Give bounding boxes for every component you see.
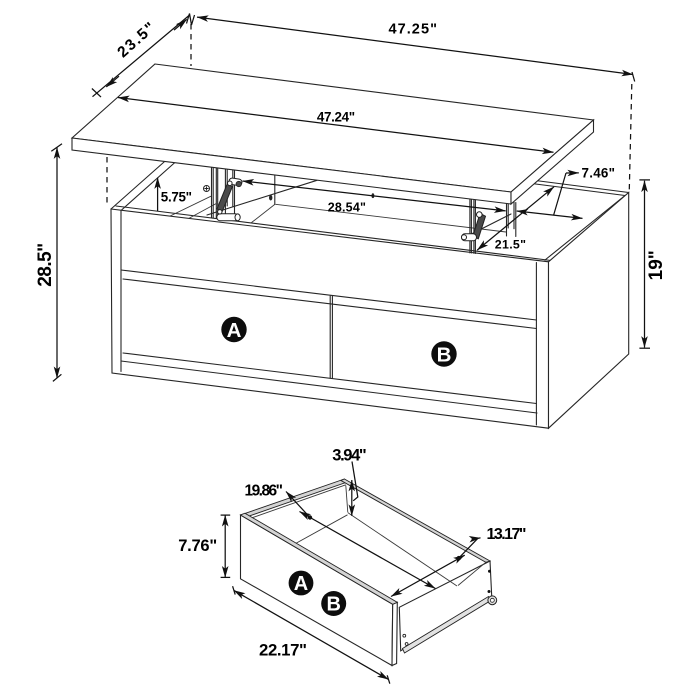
svg-text:A: A xyxy=(294,573,308,595)
svg-text:13.17": 13.17" xyxy=(487,526,527,543)
svg-text:28.5": 28.5" xyxy=(35,243,56,287)
svg-text:47.24": 47.24" xyxy=(317,109,355,124)
svg-text:19.86": 19.86" xyxy=(245,483,284,500)
svg-text:19": 19" xyxy=(646,250,667,280)
svg-text:47.25": 47.25" xyxy=(388,22,437,38)
svg-text:A: A xyxy=(227,319,242,342)
svg-text:B: B xyxy=(437,343,452,366)
svg-text:3.94": 3.94" xyxy=(332,446,366,464)
svg-text:7.46": 7.46" xyxy=(582,166,616,181)
svg-text:28.54": 28.54" xyxy=(328,201,366,215)
svg-text:22.17": 22.17" xyxy=(259,640,307,659)
svg-text:21.5": 21.5" xyxy=(495,237,526,251)
svg-text:5.75": 5.75" xyxy=(161,189,192,204)
svg-text:B: B xyxy=(326,594,340,616)
svg-text:7.76": 7.76" xyxy=(178,537,217,555)
